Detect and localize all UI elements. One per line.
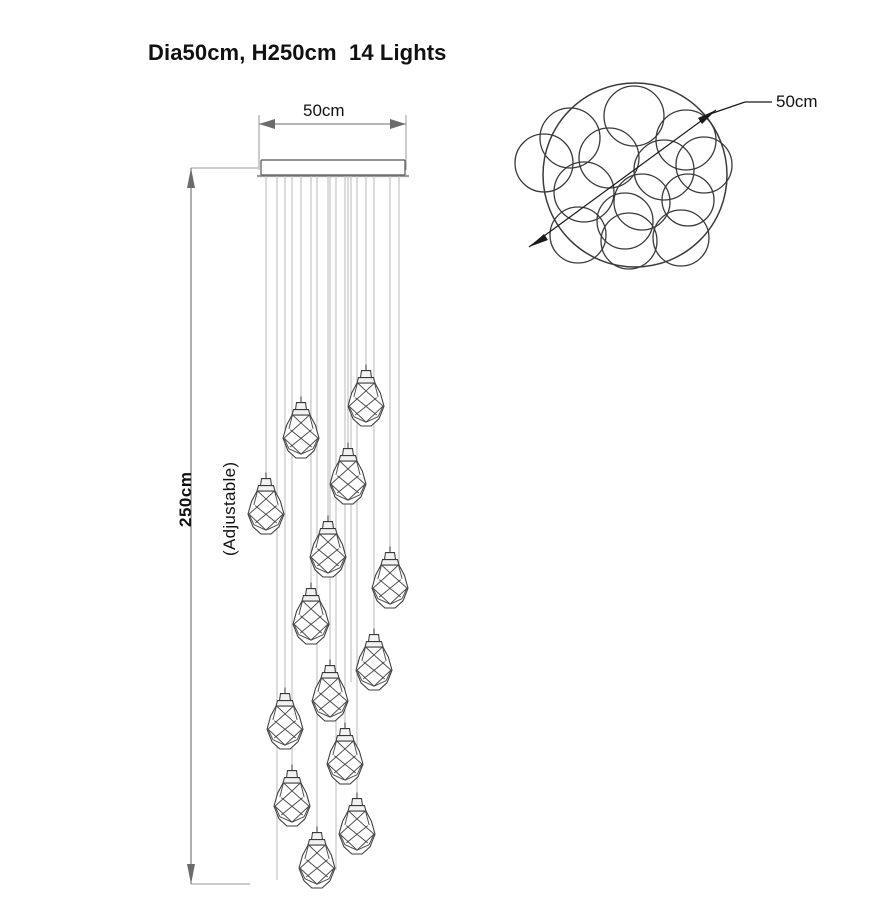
plan-diameter-label: 50cm <box>776 92 818 111</box>
pendant-light <box>326 722 364 785</box>
pendant-light <box>371 546 409 609</box>
plan-light-circle <box>539 107 601 169</box>
pendant-light <box>282 396 320 459</box>
pendant-lights-group <box>247 364 409 889</box>
plan-diameter-leader <box>709 101 772 115</box>
plan-light-circle <box>596 192 654 250</box>
width-dimension-group <box>258 115 407 170</box>
width-dimension-label: 50cm <box>303 101 345 120</box>
pendant-light <box>247 472 285 535</box>
plan-light-circle <box>514 133 574 193</box>
pendant-light <box>347 364 385 427</box>
plan-light-circle <box>600 212 658 270</box>
pendant-light <box>273 764 311 827</box>
plan-light-circle <box>661 173 715 227</box>
plan-light-circle <box>553 161 615 223</box>
pendant-light <box>298 826 336 889</box>
plan-light-circle <box>652 209 710 267</box>
pendant-light <box>338 792 376 855</box>
plan-light-circle <box>603 85 665 147</box>
plan-light-circle <box>675 136 733 194</box>
plan-light-circle <box>578 127 640 189</box>
ceiling-canopy-plate <box>257 159 409 178</box>
plan-view-group <box>514 82 772 270</box>
plan-light-circle <box>549 206 607 264</box>
pendant-light <box>355 628 393 691</box>
plan-inner-circles <box>514 85 733 270</box>
plan-light-circle <box>613 173 671 231</box>
pendant-light <box>266 687 304 750</box>
pendant-light <box>311 659 349 722</box>
pendant-light <box>309 515 347 578</box>
page-title: Dia50cm, H250cm 14 Lights <box>148 40 447 65</box>
height-dimension-label: 250cm <box>176 471 195 527</box>
pendant-light <box>292 582 330 645</box>
pendant-light <box>329 442 367 505</box>
height-dimension-group <box>187 167 258 885</box>
adjustable-note-label: (Adjustable) <box>220 461 239 556</box>
